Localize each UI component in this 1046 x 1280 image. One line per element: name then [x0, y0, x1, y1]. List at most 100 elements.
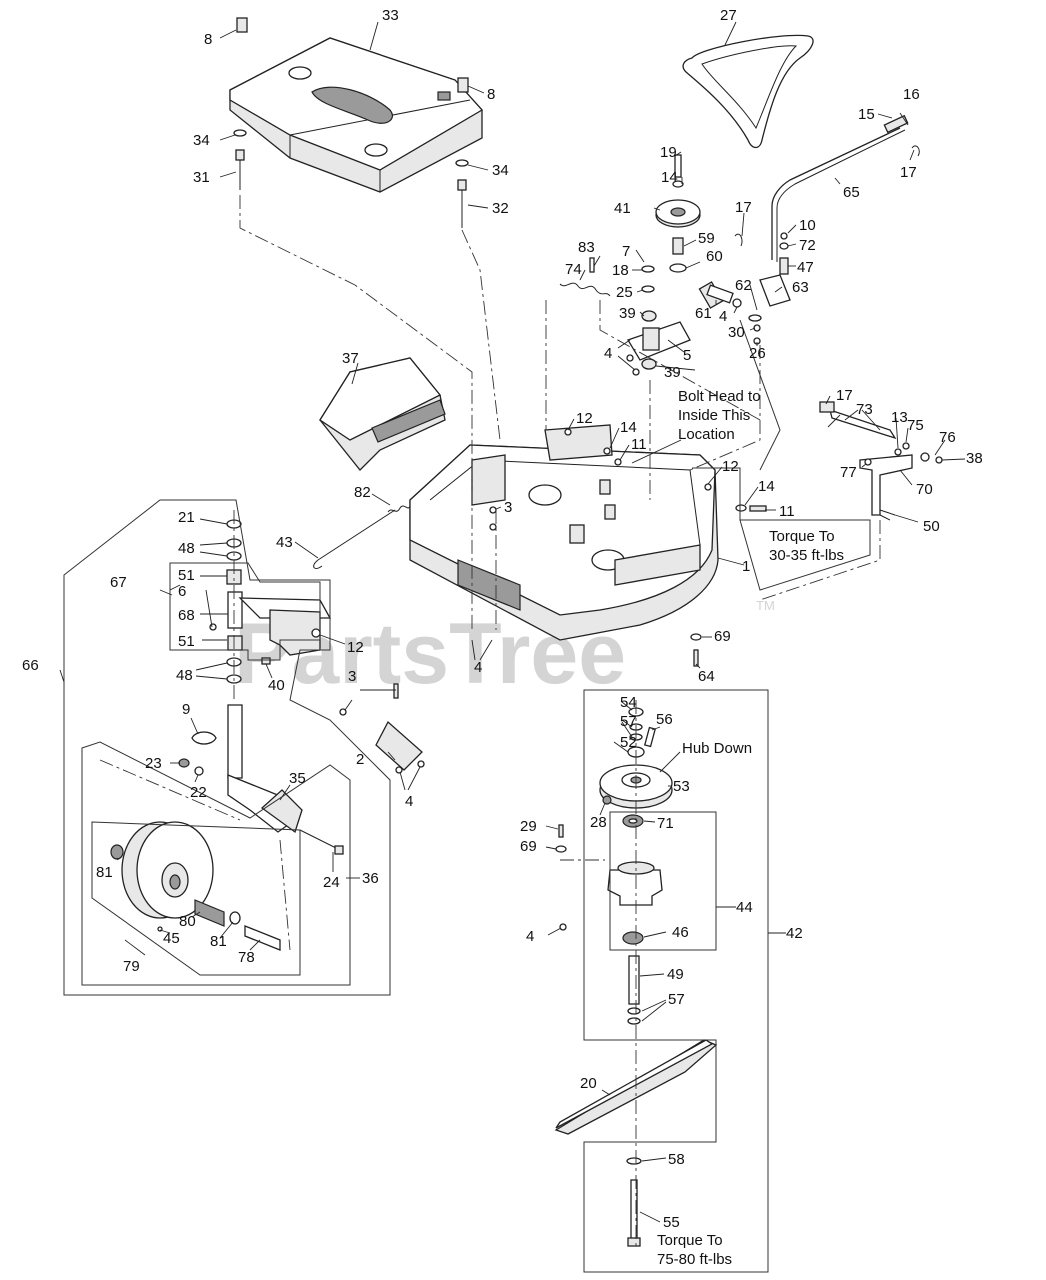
callout-27: 27	[720, 7, 737, 24]
callout-3: 3	[348, 668, 356, 685]
callout-10: 10	[799, 217, 816, 234]
callout-69: 69	[520, 838, 537, 855]
discharge-chute	[319, 357, 446, 471]
callout-52: 52	[620, 734, 637, 751]
callout-57: 57	[668, 991, 685, 1008]
callout-30: 30	[728, 324, 745, 341]
control-linkage	[706, 114, 920, 345]
callout-51: 51	[178, 633, 195, 650]
callout-8: 8	[204, 31, 212, 48]
callout-48: 48	[176, 667, 193, 684]
callout-39: 39	[619, 305, 636, 322]
callout-55: 55	[663, 1214, 680, 1231]
callout-48: 48	[178, 540, 195, 557]
callout-41: 41	[614, 200, 631, 217]
callout-4: 4	[526, 928, 534, 945]
callout-39: 39	[664, 364, 681, 381]
deck-bolt	[690, 633, 702, 667]
callout-60: 60	[706, 248, 723, 265]
note-bolt-head-line2: Inside This	[678, 407, 750, 424]
callout-57: 57	[620, 713, 637, 730]
callout-46: 46	[672, 924, 689, 941]
callout-66: 66	[22, 657, 39, 674]
callout-38: 38	[966, 450, 983, 467]
callout-17: 17	[836, 387, 853, 404]
callout-11: 11	[779, 503, 795, 520]
idler-pulley-assembly	[626, 154, 724, 376]
callout-14: 14	[620, 419, 637, 436]
callout-5: 5	[683, 347, 691, 364]
callout-81: 81	[210, 933, 227, 950]
callout-31: 31	[193, 169, 210, 186]
callout-7: 7	[622, 243, 630, 260]
callout-69: 69	[714, 628, 731, 645]
note-bolt-head-line1: Bolt Head to	[678, 388, 761, 405]
callout-19: 19	[660, 144, 677, 161]
callout-4: 4	[719, 308, 727, 325]
cover-bolts	[233, 129, 469, 228]
callout-56: 56	[656, 711, 673, 728]
callout-51: 51	[178, 567, 195, 584]
mower-deck	[409, 424, 767, 641]
callout-9: 9	[182, 701, 190, 718]
leader-lines	[59, 21, 966, 1223]
callout-79: 79	[123, 958, 140, 975]
callout-63: 63	[792, 279, 809, 296]
callout-36: 36	[362, 870, 379, 887]
callout-59: 59	[698, 230, 715, 247]
callout-64: 64	[698, 668, 715, 685]
drive-belt	[682, 34, 814, 149]
callout-17: 17	[735, 199, 752, 216]
group-boxes	[63, 319, 871, 1273]
callout-81: 81	[96, 864, 113, 881]
callout-47: 47	[797, 259, 814, 276]
callout-67: 67	[110, 574, 127, 591]
callout-24: 24	[323, 874, 340, 891]
watermark-trademark: TM	[756, 598, 775, 613]
caster-wheel	[110, 821, 281, 951]
callout-75: 75	[907, 417, 924, 434]
callout-50: 50	[923, 518, 940, 535]
callout-76: 76	[939, 429, 956, 446]
callouts: 8 33 8 34 31 34 32 27 16 15 17 65 19 14 …	[22, 7, 983, 1231]
callout-70: 70	[916, 481, 933, 498]
callout-2: 2	[356, 751, 364, 768]
callout-32: 32	[492, 200, 509, 217]
callout-25: 25	[616, 284, 633, 301]
callout-34: 34	[492, 162, 509, 179]
note-torque-deck-line2: 30-35 ft-lbs	[769, 547, 844, 564]
callout-12: 12	[722, 458, 739, 475]
callout-3: 3	[504, 499, 512, 516]
callout-54: 54	[620, 694, 637, 711]
callout-20: 20	[580, 1075, 597, 1092]
callout-28: 28	[590, 814, 607, 831]
callout-6: 6	[178, 583, 186, 600]
callout-4: 4	[604, 345, 612, 362]
callout-74: 74	[565, 261, 582, 278]
callout-37: 37	[342, 350, 359, 367]
callout-12: 12	[347, 639, 364, 656]
callout-65: 65	[843, 184, 860, 201]
callout-77: 77	[840, 464, 857, 481]
callout-21: 21	[178, 509, 195, 526]
callout-16: 16	[903, 86, 920, 103]
callout-68: 68	[178, 607, 195, 624]
lift-linkage	[819, 401, 943, 521]
note-torque-deck-line1: Torque To	[769, 528, 835, 545]
callout-49: 49	[667, 966, 684, 983]
callout-61: 61	[695, 305, 712, 322]
belt-cover	[229, 17, 484, 193]
note-torque-blade-line1: Torque To	[657, 1232, 723, 1249]
callout-42: 42	[786, 925, 803, 942]
callout-71: 71	[657, 815, 674, 832]
callout-8: 8	[487, 86, 495, 103]
callout-14: 14	[661, 169, 678, 186]
callout-23: 23	[145, 755, 162, 772]
note-hub-down: Hub Down	[682, 740, 752, 757]
chute-rod	[313, 505, 411, 569]
callout-43: 43	[276, 534, 293, 551]
assembly-lines	[99, 195, 881, 1250]
note-bolt-head-line3: Location	[678, 426, 735, 443]
callout-72: 72	[799, 237, 816, 254]
